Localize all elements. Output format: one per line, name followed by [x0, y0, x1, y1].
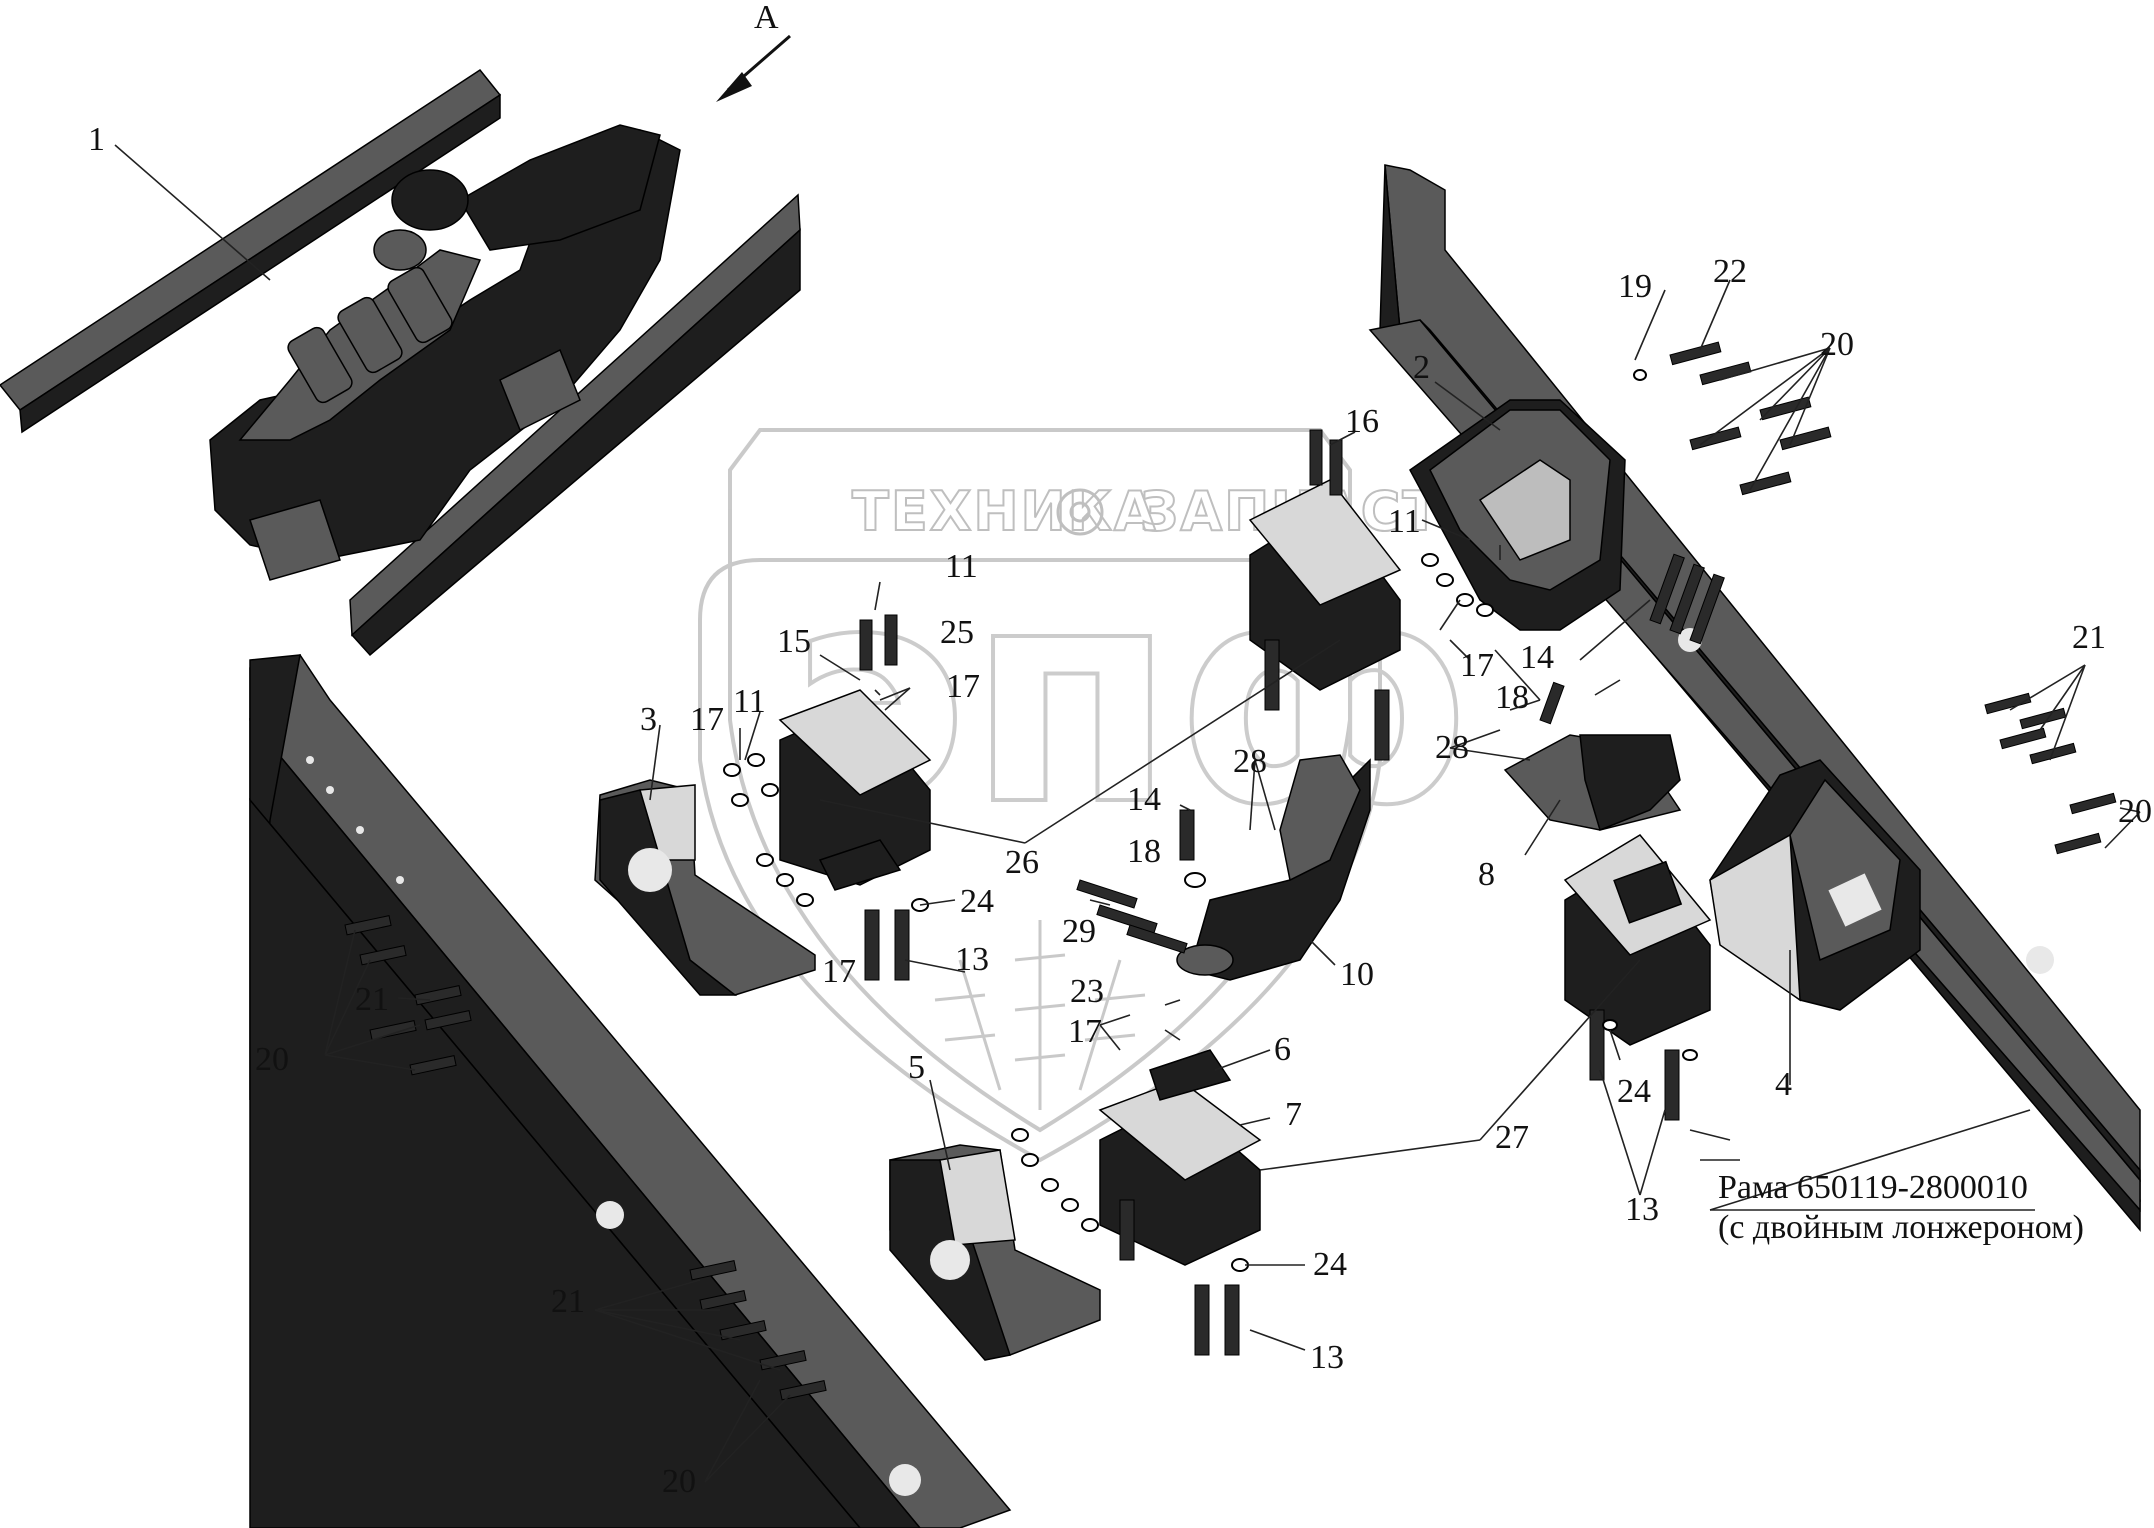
bracket-4: [1709, 759, 1921, 1011]
bracket-2: [1409, 399, 1626, 631]
callout-6: 6: [1274, 1031, 1291, 1068]
callout-21-b: 21: [355, 981, 389, 1018]
callout-22: 22: [1713, 253, 1747, 290]
callout-20-c: 20: [2118, 793, 2152, 830]
callout-20-a: 20: [1820, 326, 1854, 363]
bracket-10: [1176, 754, 1371, 981]
callout-17-e: 17: [1068, 1013, 1102, 1050]
callout-19: 19: [1618, 268, 1652, 305]
callout-29: 29: [1062, 913, 1096, 950]
callout-24-a: 24: [960, 883, 994, 920]
washers-and-nuts: [723, 369, 1698, 1272]
engine-mount-lower: [1098, 1049, 1262, 1266]
watermark-wheat-ears: [934, 920, 1146, 1110]
callout-8: 8: [1478, 856, 1495, 893]
fasteners: [344, 341, 2117, 1401]
callout-24-c: 24: [1313, 1246, 1347, 1283]
callout-26: 26: [1005, 844, 1039, 881]
callout-28-a: 28: [1233, 743, 1267, 780]
callout-7: 7: [1285, 1096, 1302, 1133]
view-direction-arrow: [716, 34, 791, 102]
callout-13-c: 13: [1310, 1339, 1344, 1376]
callout-18-b: 18: [1495, 679, 1529, 716]
view-label: А: [754, 0, 779, 36]
callout-5: 5: [908, 1049, 925, 1086]
engine-mount-left: [778, 689, 932, 891]
callout-14-a: 14: [1127, 781, 1161, 818]
engine-mount-upper: [1248, 479, 1402, 691]
caption-line-1: Рама 650119-2800010: [1718, 1169, 2028, 1206]
callout-labels: 1 2 3 4 5 6 7 8 10 11 11 11 13 13 13 14 …: [88, 121, 2152, 1500]
callout-15: 15: [777, 623, 811, 660]
callout-17-a: 17: [946, 668, 980, 705]
caption-line-2: (с двойным лонжероном): [1718, 1209, 2084, 1246]
callout-28-b: 28: [1435, 729, 1469, 766]
callout-24-b: 24: [1617, 1073, 1651, 1110]
callout-27: 27: [1495, 1119, 1529, 1156]
bracket-3: [594, 779, 816, 996]
callout-20-b: 20: [255, 1041, 289, 1078]
callout-2: 2: [1413, 349, 1430, 386]
bracket-8: [1503, 734, 1682, 832]
callout-14-b: 14: [1520, 639, 1554, 676]
callout-10: 10: [1340, 956, 1374, 993]
callout-20-d: 20: [662, 1463, 696, 1500]
callout-3: 3: [640, 701, 657, 738]
callout-4: 4: [1775, 1066, 1792, 1103]
callout-25: 25: [940, 614, 974, 651]
callout-11-b: 11: [1388, 503, 1421, 540]
callout-17-b: 17: [690, 701, 724, 738]
watermark-word-left: ТЕХНИКА: [852, 480, 1158, 543]
frame-holes-left: [306, 756, 921, 1496]
callout-21-a: 21: [2072, 619, 2106, 656]
engine-assembly: [209, 124, 681, 581]
callout-17-d: 17: [822, 953, 856, 990]
callout-11-a: 11: [945, 548, 978, 585]
gear-icon: [1056, 488, 1104, 536]
callout-17-c: 17: [1460, 647, 1494, 684]
callout-21-c: 21: [551, 1283, 585, 1320]
callout-23: 23: [1070, 973, 1104, 1010]
callout-13-b: 13: [1625, 1191, 1659, 1228]
callout-13-a: 13: [955, 941, 989, 978]
frame-rail-lower-left: [349, 193, 801, 657]
frame-caption: Рама 650119-2800010 (с двойным лонжероно…: [1710, 1169, 2084, 1246]
callout-1: 1: [88, 121, 105, 158]
frame-rail-upper-left: [0, 68, 502, 434]
callout-16: 16: [1345, 403, 1379, 440]
callout-11-c: 11: [733, 683, 766, 720]
engine-mount-right: [1563, 834, 1712, 1046]
callout-18-a: 18: [1127, 833, 1161, 870]
leader-lines: [114, 144, 2141, 1483]
bracket-5: [889, 1144, 1101, 1361]
